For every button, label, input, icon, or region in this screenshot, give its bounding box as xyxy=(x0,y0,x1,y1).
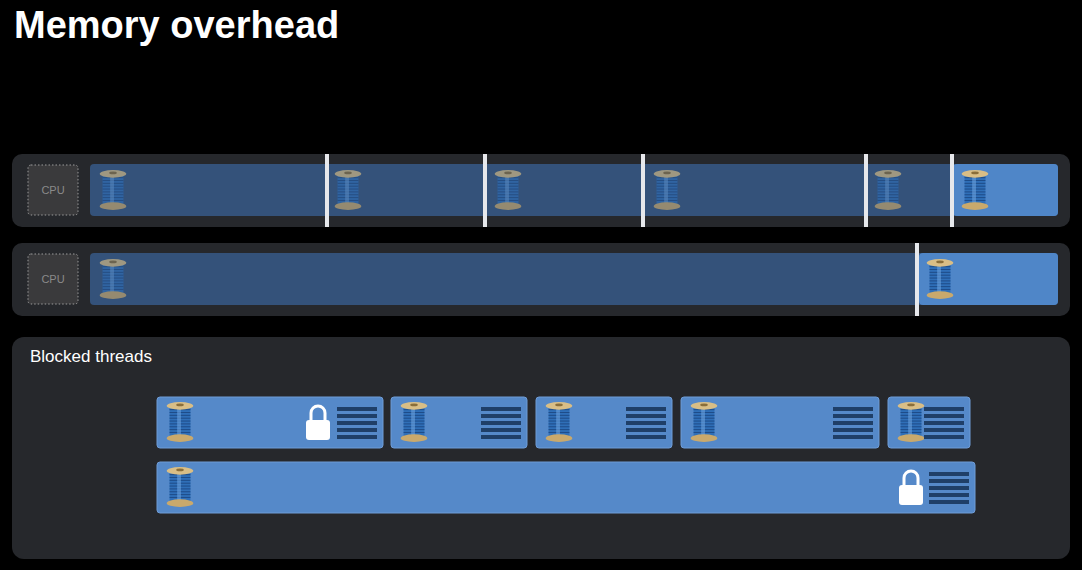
thread-spool xyxy=(167,402,194,442)
context-switch xyxy=(483,154,487,227)
cpu-chip xyxy=(28,254,78,304)
lock-icon xyxy=(306,406,330,440)
blocked-panel-art xyxy=(12,337,1070,559)
thread-spool xyxy=(167,467,194,507)
blocked-thread xyxy=(157,462,975,513)
thread-spool xyxy=(546,402,573,442)
thread-spool xyxy=(927,259,954,299)
stack-lines xyxy=(929,472,969,504)
thread-spool xyxy=(401,402,428,442)
thread-spool xyxy=(691,402,718,442)
chip-label: CPU xyxy=(41,273,64,285)
chip-label: CPU xyxy=(41,184,64,196)
stack-lines xyxy=(924,407,964,439)
stack-lines xyxy=(833,407,873,439)
stack-lines xyxy=(337,407,377,439)
context-switch xyxy=(915,243,919,316)
stack-lines xyxy=(481,407,521,439)
lock-icon xyxy=(899,471,923,505)
stack-lines xyxy=(626,407,666,439)
thread-spool xyxy=(100,170,127,210)
thread-spool xyxy=(962,170,989,210)
cpu-chip: CPU xyxy=(28,254,78,304)
thread-spool xyxy=(875,170,902,210)
slide-title: Memory overhead xyxy=(14,4,339,47)
context-switch xyxy=(864,154,868,227)
thread-spool xyxy=(495,170,522,210)
blocked-thread xyxy=(391,397,527,448)
blocked-thread xyxy=(681,397,879,448)
thread-spool xyxy=(654,170,681,210)
thread-spool xyxy=(335,170,362,210)
blocked-thread xyxy=(157,397,383,448)
cpu-lane xyxy=(12,243,1070,316)
blocked-thread xyxy=(536,397,672,448)
cpu-chip: CPU xyxy=(28,165,78,215)
thread-spool xyxy=(898,402,925,442)
context-switch xyxy=(641,154,645,227)
context-switch xyxy=(950,154,954,227)
cpu-chip xyxy=(28,165,78,215)
cpu-lane xyxy=(12,154,1070,227)
thread-spool xyxy=(100,259,127,299)
blocked-threads-panel: Blocked threads xyxy=(12,337,1070,559)
panel-heading: Blocked threads xyxy=(30,347,152,367)
context-switch xyxy=(325,154,329,227)
blocked-thread xyxy=(888,397,970,448)
